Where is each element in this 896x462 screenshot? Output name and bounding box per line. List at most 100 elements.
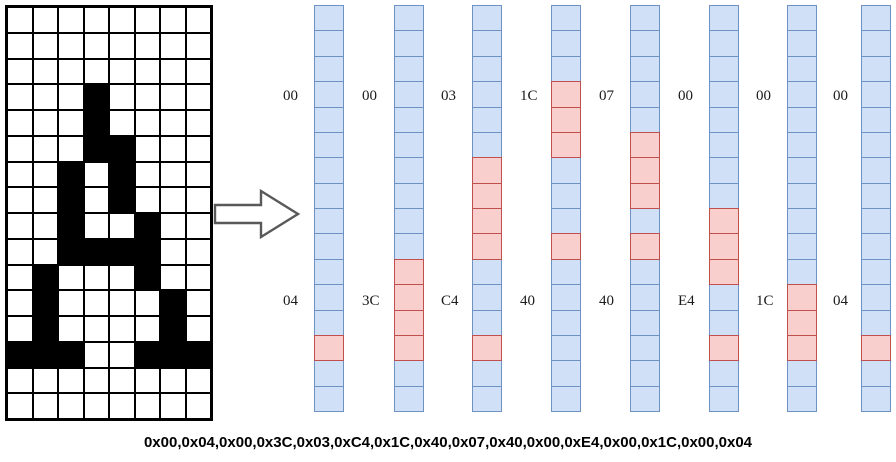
glyph-cell-r3-c2[interactable] xyxy=(58,84,84,110)
byte-cell-col0-bit3[interactable] xyxy=(314,81,344,108)
byte-cell-col0-bit15[interactable] xyxy=(314,385,344,412)
byte-cell-col0-bit9[interactable] xyxy=(314,233,344,260)
byte-cell-col6-bit1[interactable] xyxy=(787,30,817,57)
byte-cell-col5-bit4[interactable] xyxy=(709,106,739,133)
glyph-cell-r14-c6[interactable] xyxy=(160,367,186,394)
byte-cell-col7-bit4[interactable] xyxy=(861,106,891,133)
byte-cell-col3-bit4[interactable] xyxy=(551,106,581,133)
glyph-cell-r1-c7[interactable] xyxy=(185,32,211,59)
glyph-cell-r5-c1[interactable] xyxy=(32,135,58,162)
byte-cell-col3-bit6[interactable] xyxy=(551,157,581,184)
byte-cell-col3-bit12[interactable] xyxy=(551,309,581,336)
glyph-cell-r9-c1[interactable] xyxy=(32,238,58,265)
glyph-cell-r2-c7[interactable] xyxy=(185,58,211,85)
byte-cell-col5-bit3[interactable] xyxy=(709,81,739,108)
glyph-cell-r6-c2[interactable] xyxy=(58,161,84,188)
byte-cell-col2-bit0[interactable] xyxy=(472,5,502,32)
byte-cell-col3-bit7[interactable] xyxy=(551,182,581,209)
byte-cell-col5-bit14[interactable] xyxy=(709,360,739,387)
glyph-cell-r1-c2[interactable] xyxy=(58,32,84,59)
byte-cell-col2-bit15[interactable] xyxy=(472,385,502,412)
glyph-cell-r12-c2[interactable] xyxy=(58,316,84,342)
glyph-cell-r4-c2[interactable] xyxy=(58,110,84,136)
glyph-cell-r11-c1[interactable] xyxy=(32,290,58,316)
glyph-cell-r15-c7[interactable] xyxy=(185,393,211,419)
glyph-cell-r10-c6[interactable] xyxy=(160,264,186,291)
glyph-cell-r6-c3[interactable] xyxy=(83,161,109,188)
byte-cell-col1-bit0[interactable] xyxy=(394,5,424,32)
byte-cell-col4-bit15[interactable] xyxy=(630,385,660,412)
byte-cell-col6-bit6[interactable] xyxy=(787,157,817,184)
byte-cell-col4-bit8[interactable] xyxy=(630,208,660,235)
glyph-cell-r0-c4[interactable] xyxy=(109,7,135,33)
byte-cell-col6-bit3[interactable] xyxy=(787,81,817,108)
byte-cell-col4-bit4[interactable] xyxy=(630,106,660,133)
byte-cell-col0-bit8[interactable] xyxy=(314,208,344,235)
byte-cell-col4-bit2[interactable] xyxy=(630,55,660,83)
byte-cell-col7-bit7[interactable] xyxy=(861,182,891,209)
glyph-cell-r15-c1[interactable] xyxy=(32,393,58,419)
byte-cell-col3-bit13[interactable] xyxy=(551,334,581,362)
glyph-cell-r12-c3[interactable] xyxy=(83,316,109,342)
byte-cell-col7-bit8[interactable] xyxy=(861,208,891,235)
byte-cell-col3-bit10[interactable] xyxy=(551,258,581,286)
glyph-cell-r0-c6[interactable] xyxy=(160,7,186,33)
byte-cell-col0-bit7[interactable] xyxy=(314,182,344,209)
glyph-cell-r0-c7[interactable] xyxy=(185,7,211,33)
glyph-cell-r7-c5[interactable] xyxy=(134,187,160,213)
byte-cell-col6-bit0[interactable] xyxy=(787,5,817,32)
byte-cell-col5-bit2[interactable] xyxy=(709,55,739,83)
glyph-cell-r0-c1[interactable] xyxy=(32,7,58,33)
byte-cell-col3-bit5[interactable] xyxy=(551,131,581,159)
glyph-cell-r6-c7[interactable] xyxy=(185,161,211,188)
glyph-cell-r11-c4[interactable] xyxy=(109,290,135,316)
glyph-cell-r5-c0[interactable] xyxy=(7,135,33,162)
byte-cell-col6-bit15[interactable] xyxy=(787,385,817,412)
byte-cell-col3-bit0[interactable] xyxy=(551,5,581,32)
byte-cell-col7-bit14[interactable] xyxy=(861,360,891,387)
byte-cell-col0-bit1[interactable] xyxy=(314,30,344,57)
glyph-cell-r8-c0[interactable] xyxy=(7,213,33,239)
glyph-cell-r1-c3[interactable] xyxy=(83,32,109,59)
byte-cell-col0-bit10[interactable] xyxy=(314,258,344,286)
glyph-cell-r1-c4[interactable] xyxy=(109,32,135,59)
glyph-cell-r4-c4[interactable] xyxy=(109,110,135,136)
byte-cell-col2-bit1[interactable] xyxy=(472,30,502,57)
byte-cell-col0-bit12[interactable] xyxy=(314,309,344,336)
glyph-cell-r12-c4[interactable] xyxy=(109,316,135,342)
byte-cell-col1-bit12[interactable] xyxy=(394,309,424,336)
byte-cell-col7-bit2[interactable] xyxy=(861,55,891,83)
glyph-cell-r8-c2[interactable] xyxy=(58,213,84,239)
glyph-cell-r5-c5[interactable] xyxy=(134,135,160,162)
byte-cell-col4-bit12[interactable] xyxy=(630,309,660,336)
glyph-cell-r6-c1[interactable] xyxy=(32,161,58,188)
byte-cell-col5-bit1[interactable] xyxy=(709,30,739,57)
byte-cell-col6-bit12[interactable] xyxy=(787,309,817,336)
byte-cell-col4-bit11[interactable] xyxy=(630,284,660,311)
glyph-cell-r8-c7[interactable] xyxy=(185,213,211,239)
glyph-cell-r5-c4[interactable] xyxy=(109,135,135,162)
byte-cell-col5-bit15[interactable] xyxy=(709,385,739,412)
byte-cell-col5-bit12[interactable] xyxy=(709,309,739,336)
glyph-cell-r10-c7[interactable] xyxy=(185,264,211,291)
glyph-cell-r14-c5[interactable] xyxy=(134,367,160,394)
byte-cell-col6-bit8[interactable] xyxy=(787,208,817,235)
glyph-cell-r14-c2[interactable] xyxy=(58,367,84,394)
glyph-cell-r14-c1[interactable] xyxy=(32,367,58,394)
byte-cell-col7-bit15[interactable] xyxy=(861,385,891,412)
glyph-cell-r13-c7[interactable] xyxy=(185,341,211,368)
glyph-cell-r12-c1[interactable] xyxy=(32,316,58,342)
glyph-cell-r9-c7[interactable] xyxy=(185,238,211,265)
byte-cell-col0-bit4[interactable] xyxy=(314,106,344,133)
glyph-cell-r13-c1[interactable] xyxy=(32,341,58,368)
glyph-cell-r3-c3[interactable] xyxy=(83,84,109,110)
byte-cell-col1-bit10[interactable] xyxy=(394,258,424,286)
glyph-cell-r7-c4[interactable] xyxy=(109,187,135,213)
glyph-cell-r12-c6[interactable] xyxy=(160,316,186,342)
byte-cell-col3-bit14[interactable] xyxy=(551,360,581,387)
glyph-cell-r0-c3[interactable] xyxy=(83,7,109,33)
byte-cell-col2-bit7[interactable] xyxy=(472,182,502,209)
glyph-cell-r9-c5[interactable] xyxy=(134,238,160,265)
glyph-cell-r2-c4[interactable] xyxy=(109,58,135,85)
byte-cell-col5-bit0[interactable] xyxy=(709,5,739,32)
